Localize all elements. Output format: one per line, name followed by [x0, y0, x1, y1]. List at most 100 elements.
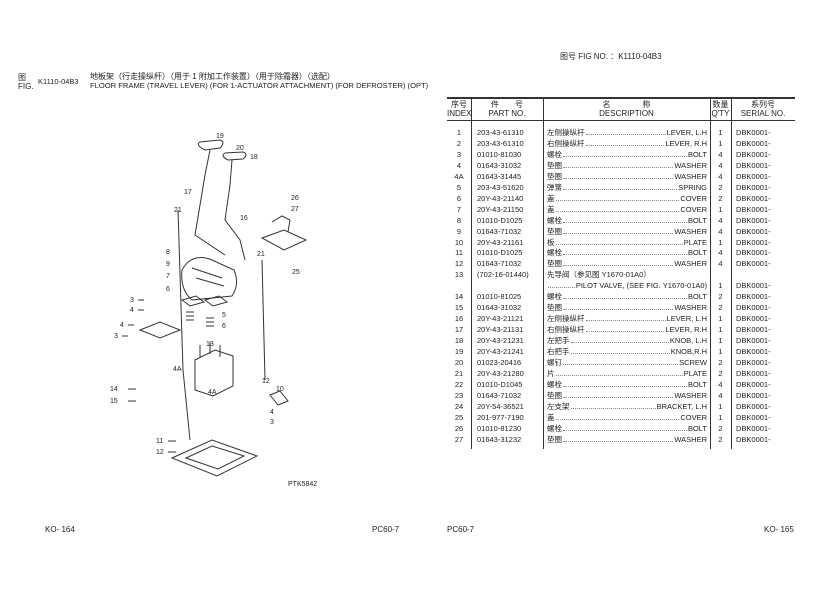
- row-qty: 4: [718, 160, 723, 170]
- row-index: 16: [454, 314, 464, 324]
- callout: 15: [110, 398, 118, 405]
- dot-leader: [563, 258, 674, 267]
- callout: 12: [262, 378, 270, 385]
- description-cn: 先导阀（参见图 Y1670-01A0）: [547, 270, 651, 280]
- row-part-no: 01010-D1025: [477, 215, 523, 225]
- row-qty: 2: [718, 368, 723, 378]
- row-qty: 2: [718, 193, 723, 203]
- row-part-no: 01643-31032: [477, 303, 522, 313]
- dot-leader: [555, 412, 680, 420]
- row-part-no: 01643-71032: [477, 226, 522, 236]
- dot-leader: [585, 127, 666, 135]
- description-cn: 板: [547, 237, 555, 247]
- row-part-no: 20Y-43-21231: [477, 336, 524, 346]
- row-serial: DBK0001-: [736, 401, 771, 411]
- description-cn: 螺栓: [547, 149, 562, 159]
- callout: 21: [257, 251, 265, 258]
- row-part-no: 20Y-43-21131: [477, 325, 524, 335]
- description-en: WASHER: [674, 171, 707, 181]
- row-qty: 4: [718, 171, 723, 181]
- dot-leader: [563, 390, 674, 398]
- description-en: COVER: [680, 412, 707, 422]
- dot-leader: [555, 204, 680, 212]
- row-qty: 1: [718, 237, 723, 247]
- row-qty: 1: [718, 412, 723, 422]
- row-serial: DBK0001-: [736, 259, 771, 269]
- row-serial: DBK0001-: [736, 160, 771, 170]
- dot-leader: [570, 346, 670, 354]
- description-cn: 盖: [547, 204, 555, 214]
- row-part-no: 20Y-43-21140: [477, 193, 524, 203]
- description-cn: 右侧操纵杆: [547, 325, 585, 335]
- row-qty: 4: [718, 226, 723, 236]
- row-index: 18: [454, 336, 464, 346]
- dot-leader: [563, 215, 687, 223]
- description-cn: 垫圈: [547, 434, 562, 444]
- row-serial: DBK0001-: [736, 149, 771, 159]
- description-cn: 螺栓: [547, 379, 562, 389]
- row-qty: 4: [718, 379, 723, 389]
- description-cn: 螺栓: [547, 248, 562, 258]
- row-index: 15: [454, 303, 464, 313]
- description-en: BOLT: [687, 292, 707, 302]
- fig-label-cn: 图: [18, 73, 26, 82]
- row-qty: 2: [718, 423, 723, 433]
- description-en: LEVER, R.H: [665, 138, 707, 148]
- row-part-no: 01023-20416: [477, 357, 522, 367]
- callout: 10: [276, 386, 284, 393]
- dot-leader: [563, 434, 674, 442]
- knob-19: [197, 139, 224, 151]
- callout: 5: [222, 312, 226, 319]
- callout: 25: [292, 269, 300, 276]
- lever-17: [194, 149, 226, 256]
- cover-25: [260, 229, 308, 251]
- figure-title-cn: 地板架（行走操纵杆）（用于 1 附加工作装置）（用于除霜器）（选配）: [90, 72, 335, 81]
- row-index: 9: [456, 226, 462, 236]
- row-index: 13: [454, 270, 464, 280]
- dot-leader: [585, 324, 665, 333]
- knob-18: [222, 151, 247, 161]
- row-index: 22: [454, 379, 464, 389]
- row-part-no: 01010-81025: [477, 292, 522, 302]
- row-index: 11: [455, 248, 463, 258]
- callout: 4A: [173, 366, 182, 373]
- row-part-no: 20Y-43-21161: [477, 237, 524, 247]
- row-serial: DBK0001-: [736, 412, 771, 422]
- row-index: 23: [454, 390, 464, 400]
- row-qty: 1: [718, 314, 723, 324]
- row-serial: DBK0001-: [736, 303, 771, 313]
- description-en: LEVER, R.H: [665, 325, 707, 335]
- row-qty: 1: [718, 325, 723, 335]
- row-index: 12: [454, 259, 464, 269]
- row-part-no: 01010-D1025: [477, 248, 523, 258]
- page-number-left: KO- 164: [45, 525, 75, 534]
- row-index: 2: [456, 138, 462, 148]
- row-serial: DBK0001-: [736, 215, 771, 225]
- dot-leader: [563, 171, 674, 179]
- description-en: WASHER: [674, 160, 707, 170]
- row-index: 4A: [454, 171, 464, 181]
- description-cn: 螺栓: [547, 423, 562, 433]
- row-part-no: 01643-71032: [477, 390, 522, 400]
- dot-leader: [563, 160, 674, 168]
